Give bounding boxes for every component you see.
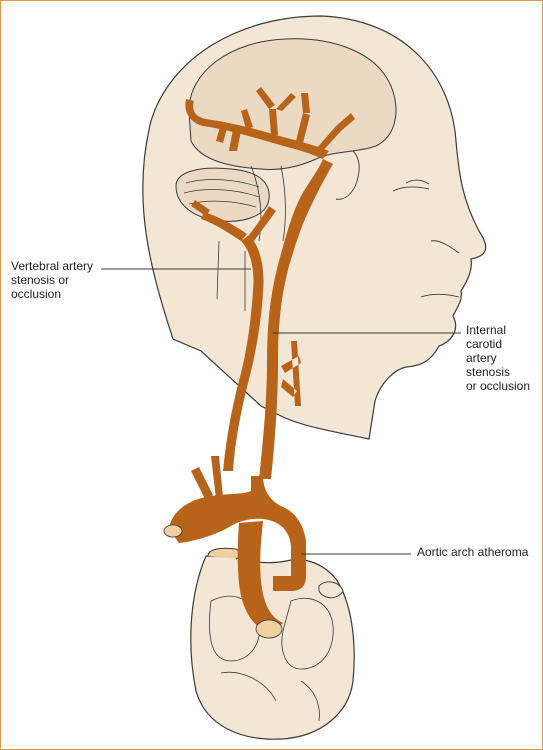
vessel-end-subclavian	[163, 524, 183, 538]
brachiocephalic-branch	[191, 456, 223, 501]
label-vertebral-artery: Vertebral artery stenosis or occlusion	[11, 259, 93, 301]
brain-stem-outline	[216, 165, 286, 311]
nose-outline	[430, 240, 460, 254]
artery-tree	[169, 87, 355, 633]
external-carotid-branches	[281, 341, 301, 406]
vertebral-artery-path	[223, 235, 264, 471]
mouth-outline	[420, 293, 460, 298]
label-line: carotid	[466, 337, 503, 351]
label-line: Vertebral artery	[11, 259, 94, 273]
heart-chambers	[209, 595, 334, 722]
cerebral-artery-branches	[216, 87, 355, 153]
aortic-arch	[169, 476, 306, 591]
label-internal-carotid: Internal carotid artery stenosis or occl…	[466, 323, 530, 393]
label-line: artery	[466, 351, 497, 365]
label-line: occlusion	[11, 287, 62, 301]
label-line: Internal	[466, 323, 507, 337]
posterior-cerebral-branches	[191, 200, 276, 241]
ascending-aorta	[237, 521, 283, 633]
eye-outline	[392, 179, 430, 192]
heart-vessel-right	[318, 581, 344, 599]
label-line: or occlusion	[466, 379, 531, 393]
label-line: stenosis or	[11, 273, 70, 287]
brain-cerebrum	[188, 38, 397, 170]
label-line: Aortic arch atheroma	[417, 545, 529, 559]
cerebral-artery-main	[185, 99, 329, 159]
carotid-artery-path	[259, 159, 333, 479]
label-aortic-arch: Aortic arch atheroma	[417, 545, 528, 559]
vessel-end-aorta	[255, 619, 283, 639]
label-line: stenosis	[466, 365, 511, 379]
